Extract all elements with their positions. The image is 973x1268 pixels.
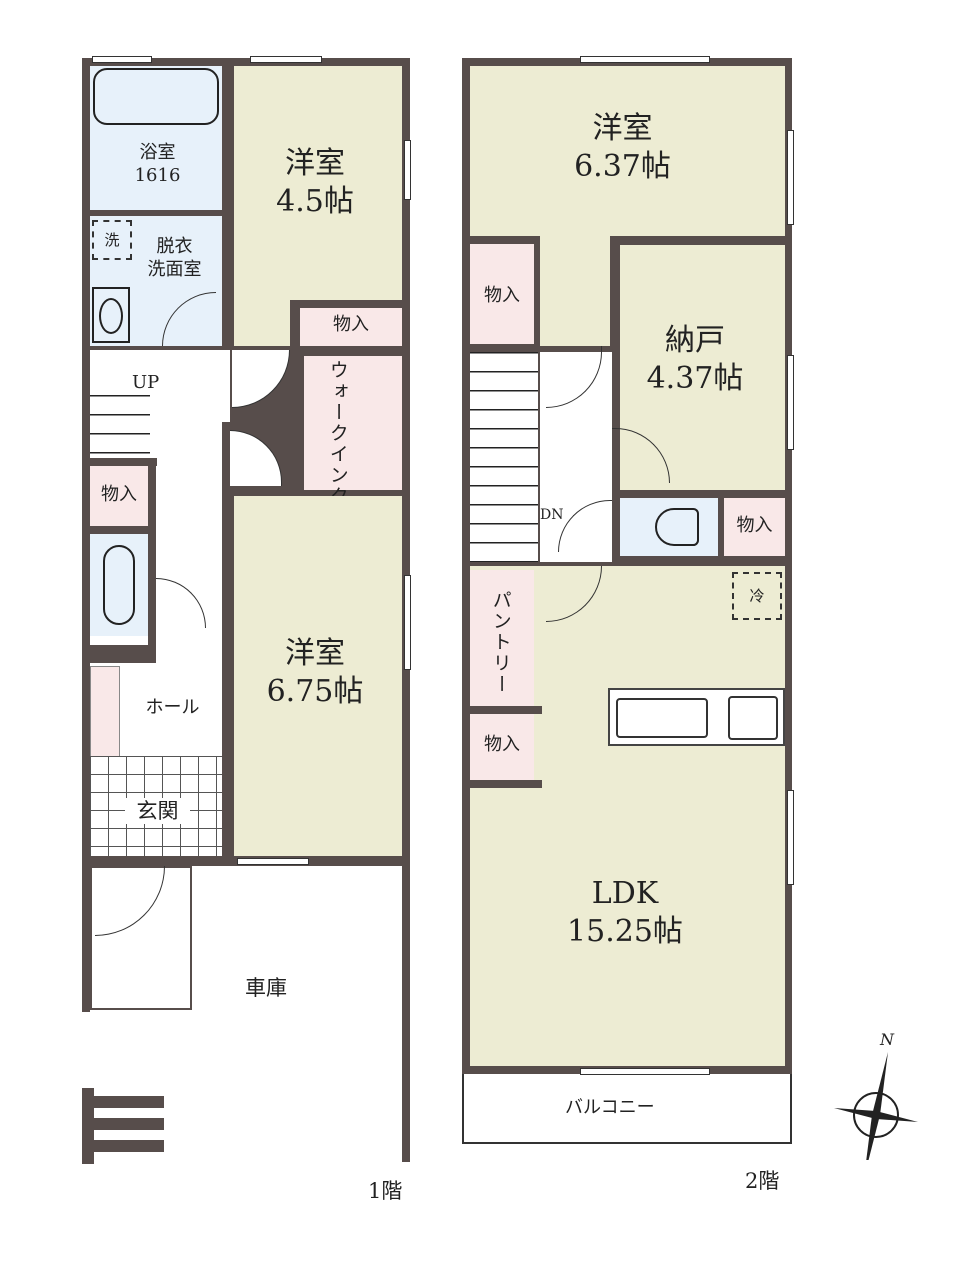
floor1-label: 1階 xyxy=(368,1179,403,1203)
window xyxy=(787,355,794,450)
storage-b xyxy=(90,466,148,526)
window xyxy=(92,56,152,63)
wall xyxy=(462,706,542,714)
pantry-label: パントリー xyxy=(489,590,512,695)
stairs-up-label: UP xyxy=(132,372,160,393)
western-room-4-5 xyxy=(234,66,402,346)
garage-label: 車庫 xyxy=(245,976,287,1000)
wic-label: ウォークインクローゼット xyxy=(325,360,349,612)
window xyxy=(250,56,322,63)
window xyxy=(404,140,411,200)
storage-c-label: 物入 xyxy=(484,285,520,306)
dressing-label: 脱衣洗面室 xyxy=(147,236,202,280)
storage-b-label: 物入 xyxy=(101,484,137,505)
wall xyxy=(82,866,90,1012)
wall xyxy=(82,526,156,534)
window xyxy=(787,790,794,885)
wall xyxy=(82,645,156,663)
stairs-2f xyxy=(470,352,538,562)
storage-d-label: 物入 xyxy=(736,515,773,536)
entrance-label: 玄関 xyxy=(125,798,190,825)
window xyxy=(237,858,309,865)
stove-icon xyxy=(728,696,778,740)
wall xyxy=(222,422,230,852)
sink-icon xyxy=(92,287,130,343)
window xyxy=(787,130,794,225)
fridge-space: 冷 xyxy=(732,572,782,620)
window xyxy=(404,575,411,670)
window xyxy=(580,56,710,63)
washer-space: 洗 xyxy=(92,220,132,260)
wall xyxy=(148,458,156,663)
balcony xyxy=(462,1074,792,1144)
bathtub-icon xyxy=(93,68,219,125)
western-room-6-37-nook xyxy=(540,236,610,346)
exterior-stairs xyxy=(82,1088,164,1164)
sink-icon xyxy=(616,698,708,738)
stairs-1f xyxy=(90,395,150,455)
western-room-6-37 xyxy=(470,66,785,236)
hall-label: ホール xyxy=(145,697,200,718)
storage-e xyxy=(470,714,534,780)
kitchen-counter xyxy=(608,688,785,746)
balcony-label: バルコニー xyxy=(565,1097,655,1118)
garage-wall xyxy=(402,866,410,1162)
storage-a-label: 物入 xyxy=(333,314,369,335)
stairs-down-label: DN xyxy=(540,507,564,523)
toilet-icon xyxy=(655,508,699,546)
walk-in-closet xyxy=(304,356,402,490)
storage-a xyxy=(300,308,402,346)
floor2-label: 2階 xyxy=(745,1169,780,1193)
wall xyxy=(82,458,157,466)
toilet-icon xyxy=(103,545,135,625)
storage-c xyxy=(470,244,534,344)
storage-e-label: 物入 xyxy=(484,734,520,755)
window xyxy=(580,1068,710,1075)
western-room-6-75 xyxy=(234,496,402,856)
shoe-cabinet xyxy=(90,666,120,760)
pantry xyxy=(470,570,534,706)
wall xyxy=(462,780,542,788)
storage-d xyxy=(724,498,785,556)
compass-icon: N xyxy=(830,1030,920,1160)
